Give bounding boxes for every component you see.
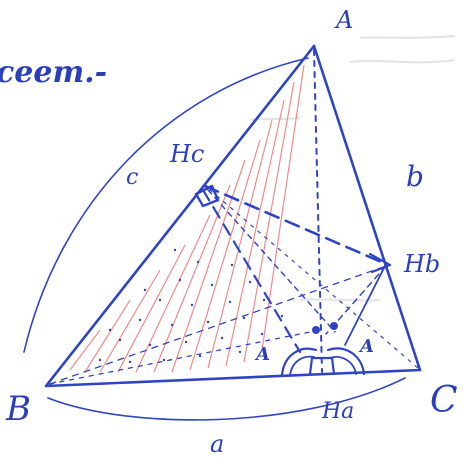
vertex-label-B: B xyxy=(5,389,31,429)
edge-BC xyxy=(44,368,422,388)
side-c-arc xyxy=(23,57,309,353)
edge-AC xyxy=(312,44,422,372)
segment-Hc-C xyxy=(209,189,419,369)
right-angle-Ha xyxy=(308,356,336,376)
side-label-b: b xyxy=(406,160,424,193)
angle-arc-right-inner xyxy=(329,356,357,375)
foot-label-Hb: Hb xyxy=(403,250,440,278)
vertex-label-C: C xyxy=(430,380,458,421)
point-dot-2 xyxy=(330,322,338,330)
arrowhead-Hb xyxy=(368,252,392,274)
foot-label-Ha: Ha xyxy=(321,399,354,424)
angle-arc-left-inner xyxy=(289,355,315,376)
dotted-marks xyxy=(98,248,284,364)
segment-B-O xyxy=(49,329,321,385)
edge-AB xyxy=(44,44,316,388)
segment-Hc-Hb xyxy=(203,184,388,266)
top-left-text: ceem.- xyxy=(0,55,107,90)
segment-Hb-O xyxy=(325,265,387,335)
angle-label-right: A xyxy=(358,336,374,357)
faint-background-strokes xyxy=(249,35,456,302)
right-angle-Hc xyxy=(194,184,220,208)
side-label-c: c xyxy=(126,165,138,190)
angle-label-left: A xyxy=(254,344,270,365)
segment-B-Hb xyxy=(49,265,387,385)
altitude-A-Ha xyxy=(313,49,323,373)
segment-Hc-Ha-right xyxy=(207,189,336,333)
point-dot-1 xyxy=(312,326,320,334)
angle-arc-left xyxy=(280,347,318,377)
triangle-edges xyxy=(44,44,422,388)
segment-Hc-Ha-left xyxy=(201,188,302,354)
angle-arc-right xyxy=(326,347,366,376)
side-a-arc xyxy=(47,377,406,421)
vertex-label-A: A xyxy=(334,6,353,34)
foot-label-Hc: Hc xyxy=(169,140,204,168)
side-label-a: a xyxy=(210,430,224,457)
segment-Hb-Ha xyxy=(344,263,387,346)
red-hatching xyxy=(69,64,305,373)
